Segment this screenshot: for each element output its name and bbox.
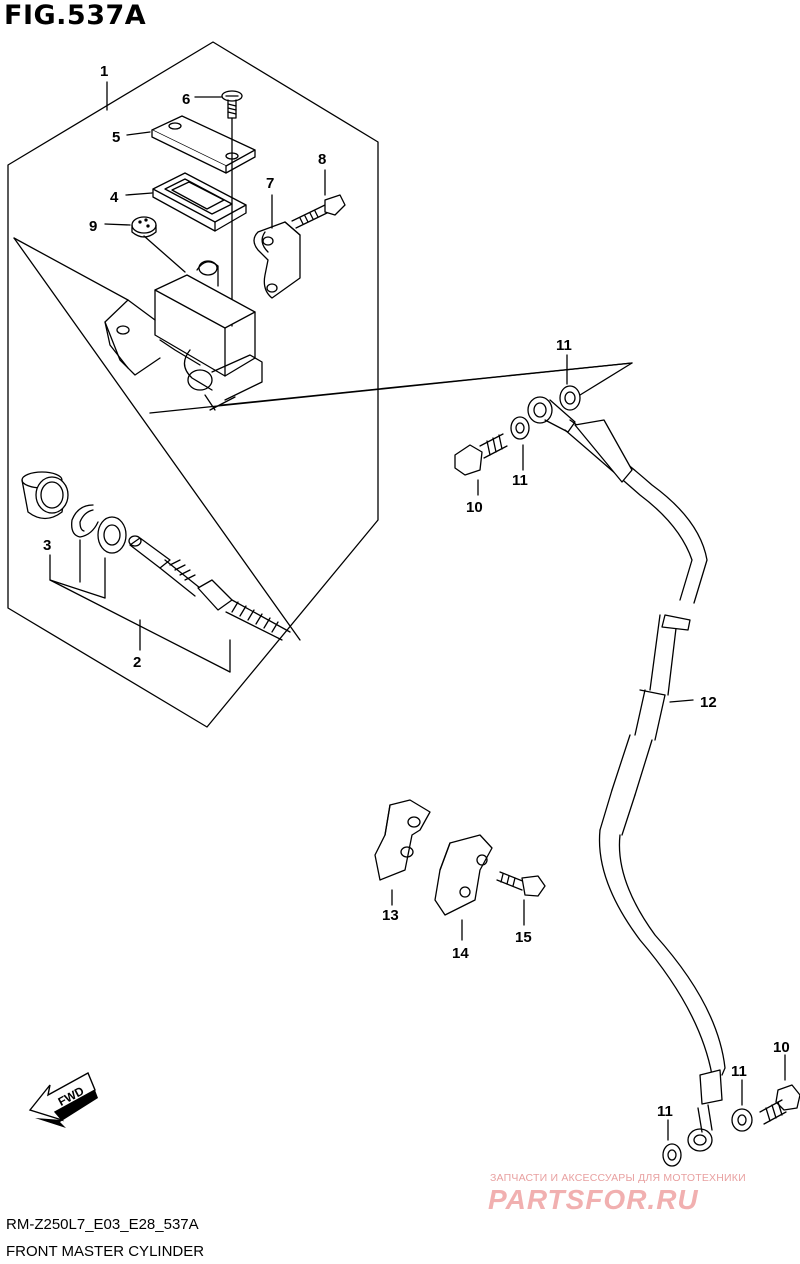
sight-glass-icon [131,216,157,238]
figure-code: RM-Z250L7_E03_E28_537A [6,1216,199,1233]
callout-14: 14 [452,945,469,962]
fwd-arrow-icon [28,1072,98,1128]
dust-boot-icon [21,471,69,520]
callout-3: 3 [43,537,51,554]
callout-11-top: 11 [556,337,572,354]
figure-title: FIG.537A [4,0,147,31]
sealing-washer-icon [731,1108,753,1132]
callout-10-lower: 10 [773,1039,790,1056]
callout-8: 8 [318,151,326,168]
lower-banjo-icon [687,1104,713,1152]
clamp-bolt-icon [291,194,346,229]
screw-icon [221,90,243,119]
hose-clamp-plate-icon [374,799,431,881]
master-cylinder-body-icon [104,260,263,411]
callout-7: 7 [266,175,274,192]
watermark-tagline: ЗАПЧАСТИ И АКСЕССУАРЫ ДЛЯ МОТОТЕХНИКИ [490,1172,746,1184]
piston-spring-icon [128,535,291,641]
guide-line [579,362,633,396]
brake-hose-icon [564,419,726,1105]
banjo-bolt-icon [759,1084,800,1125]
guide-line [13,237,301,641]
guide-line [13,237,129,301]
callout-1: 1 [100,63,108,80]
callout-10-upper: 10 [466,499,483,516]
watermark-logo: PARTSFOR.RU [488,1184,699,1215]
callout-4: 4 [110,189,119,206]
hose-clamp-bolt-icon [496,871,546,897]
assembly-outline [7,41,379,728]
reservoir-cap-icon [151,115,256,174]
callout-11-left: 11 [657,1103,673,1120]
callout-13: 13 [382,907,399,924]
callout-2: 2 [133,654,141,671]
sealing-washer-icon [559,385,581,411]
callout-12: 12 [700,694,717,711]
callout-6: 6 [182,91,190,108]
sealing-washer-icon [662,1143,682,1167]
callout-11-upper: 11 [512,472,528,489]
callout-5: 5 [112,129,120,146]
callout-11-right: 11 [731,1063,747,1080]
callout-15: 15 [515,929,532,946]
circlip-icon [71,504,99,538]
banjo-bolt-icon [454,433,508,476]
piston-washer-icon [97,516,127,554]
callout-9: 9 [89,218,97,235]
upper-banjo-icon [527,396,576,433]
sealing-washer-icon [510,416,530,440]
handlebar-clamp-icon [253,221,301,299]
figure-subtitle: FRONT MASTER CYLINDER [6,1243,205,1260]
guide-line [221,362,633,406]
hose-guide-plate-icon [434,834,493,916]
